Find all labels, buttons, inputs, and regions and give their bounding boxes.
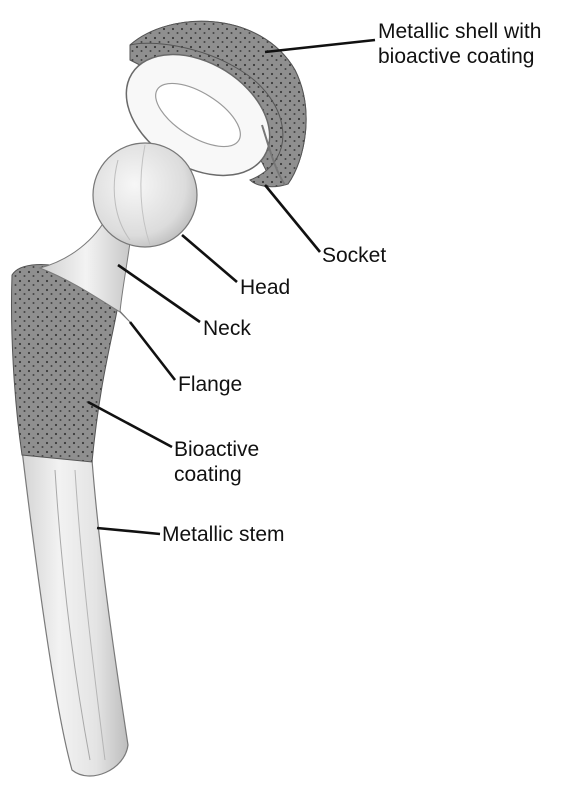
leader-neck <box>118 265 200 322</box>
label-coating-line1: Bioactive <box>174 437 259 462</box>
label-shell-line1: Metallic shell with <box>378 19 541 44</box>
label-neck: Neck <box>203 316 251 341</box>
leader-stem <box>97 528 160 534</box>
leader-socket <box>265 185 320 252</box>
leader-head <box>182 235 237 282</box>
label-flange: Flange <box>178 372 242 397</box>
label-metallic-shell: Metallic shell with bioactive coating <box>378 19 541 69</box>
metallic-stem <box>22 450 128 776</box>
label-bioactive-coating: Bioactive coating <box>174 437 259 487</box>
label-socket: Socket <box>322 243 386 268</box>
leader-flange <box>130 322 175 380</box>
leader-coating <box>88 402 172 447</box>
label-coating-line2: coating <box>174 462 259 487</box>
label-shell-line2: bioactive coating <box>378 44 541 69</box>
label-head: Head <box>240 275 290 300</box>
label-metallic-stem: Metallic stem <box>162 522 285 547</box>
leader-shell <box>265 40 375 52</box>
head-ball <box>93 143 197 247</box>
